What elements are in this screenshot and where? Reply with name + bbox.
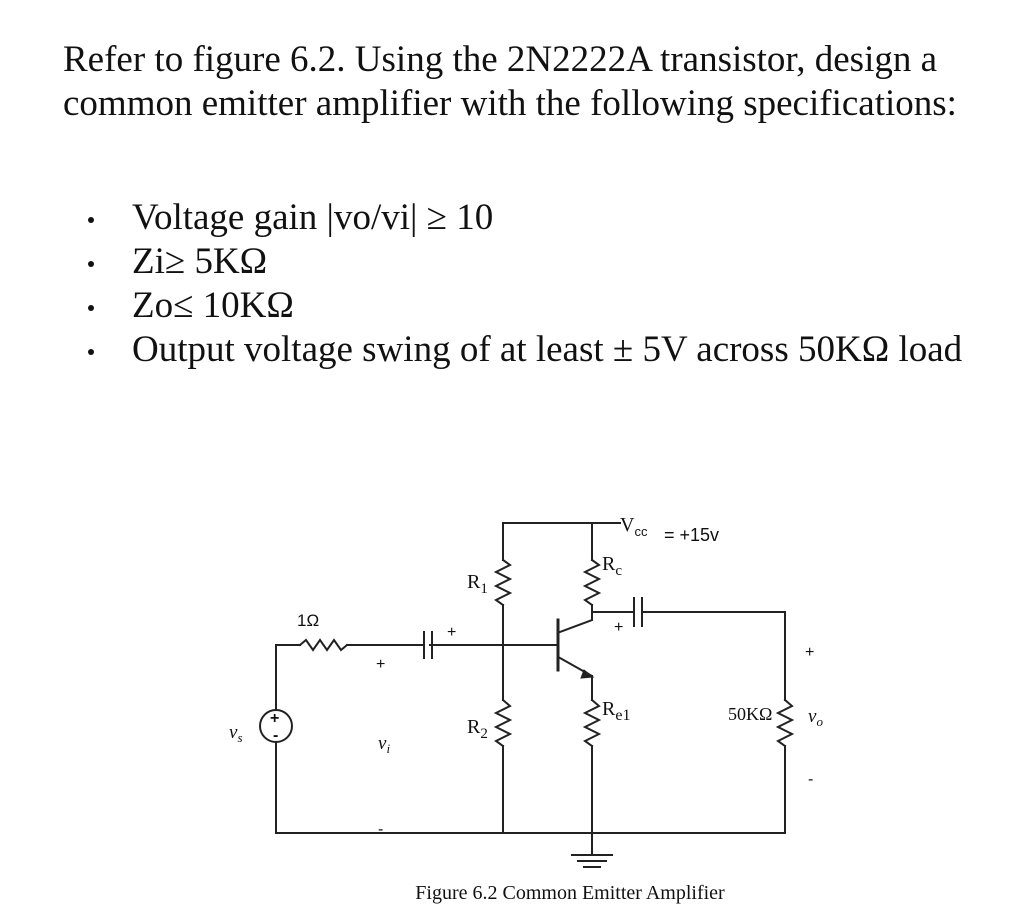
- resistor-r2: [493, 698, 513, 748]
- wire-output: [641, 611, 786, 701]
- spec-item: Output voltage swing of at least ± 5V ac…: [88, 329, 963, 370]
- vi-minus: -: [378, 821, 383, 838]
- label-vs: vs: [229, 722, 243, 745]
- vi-plus: +: [376, 656, 385, 673]
- spec-item: Zo≤ 10KΩ: [88, 285, 294, 326]
- figure-caption: Figure 6.2 Common Emitter Amplifier: [415, 882, 725, 904]
- wire-source-top: [275, 644, 301, 711]
- label-r1: R1: [467, 571, 488, 597]
- label-vcc-value: = +15v: [664, 525, 719, 545]
- spec-item: Voltage gain |vo/vi| ≥ 10: [88, 197, 494, 238]
- resistor-rs: [298, 638, 349, 652]
- resistor-load: [775, 698, 795, 748]
- label-rl: 50KΩ: [728, 704, 772, 724]
- spec-item: Zi≥ 5KΩ: [88, 241, 268, 282]
- cin-plus: +: [447, 624, 456, 641]
- voltage-source-icon: [259, 709, 293, 743]
- problem-intro: Refer to figure 6.2. Using the 2N2222A t…: [63, 39, 957, 124]
- spec-list: Voltage gain |vo/vi| ≥ 10 Zi≥ 5KΩ Zo≤ 10…: [84, 196, 984, 372]
- resistor-re: [582, 698, 602, 748]
- resistor-rc: [582, 558, 602, 607]
- source-minus: -: [273, 727, 278, 744]
- source-plus: +: [270, 710, 279, 727]
- emitter-arrow-icon: [580, 669, 595, 679]
- resistor-r1: [493, 558, 513, 607]
- vo-minus: -: [808, 771, 813, 788]
- cout-plus: +: [614, 619, 623, 636]
- label-vo: vo: [808, 706, 823, 729]
- wire-collector: [558, 604, 593, 634]
- vo-plus: +: [805, 644, 814, 661]
- label-vi: vi: [378, 733, 390, 756]
- circuit-wires: [259, 522, 795, 868]
- label-re: Re1: [602, 698, 630, 724]
- label-rc: Rc: [602, 553, 622, 579]
- label-r2: R2: [467, 716, 488, 742]
- label-rs: 1Ω: [297, 611, 319, 630]
- label-vcc: Vcc: [620, 514, 648, 539]
